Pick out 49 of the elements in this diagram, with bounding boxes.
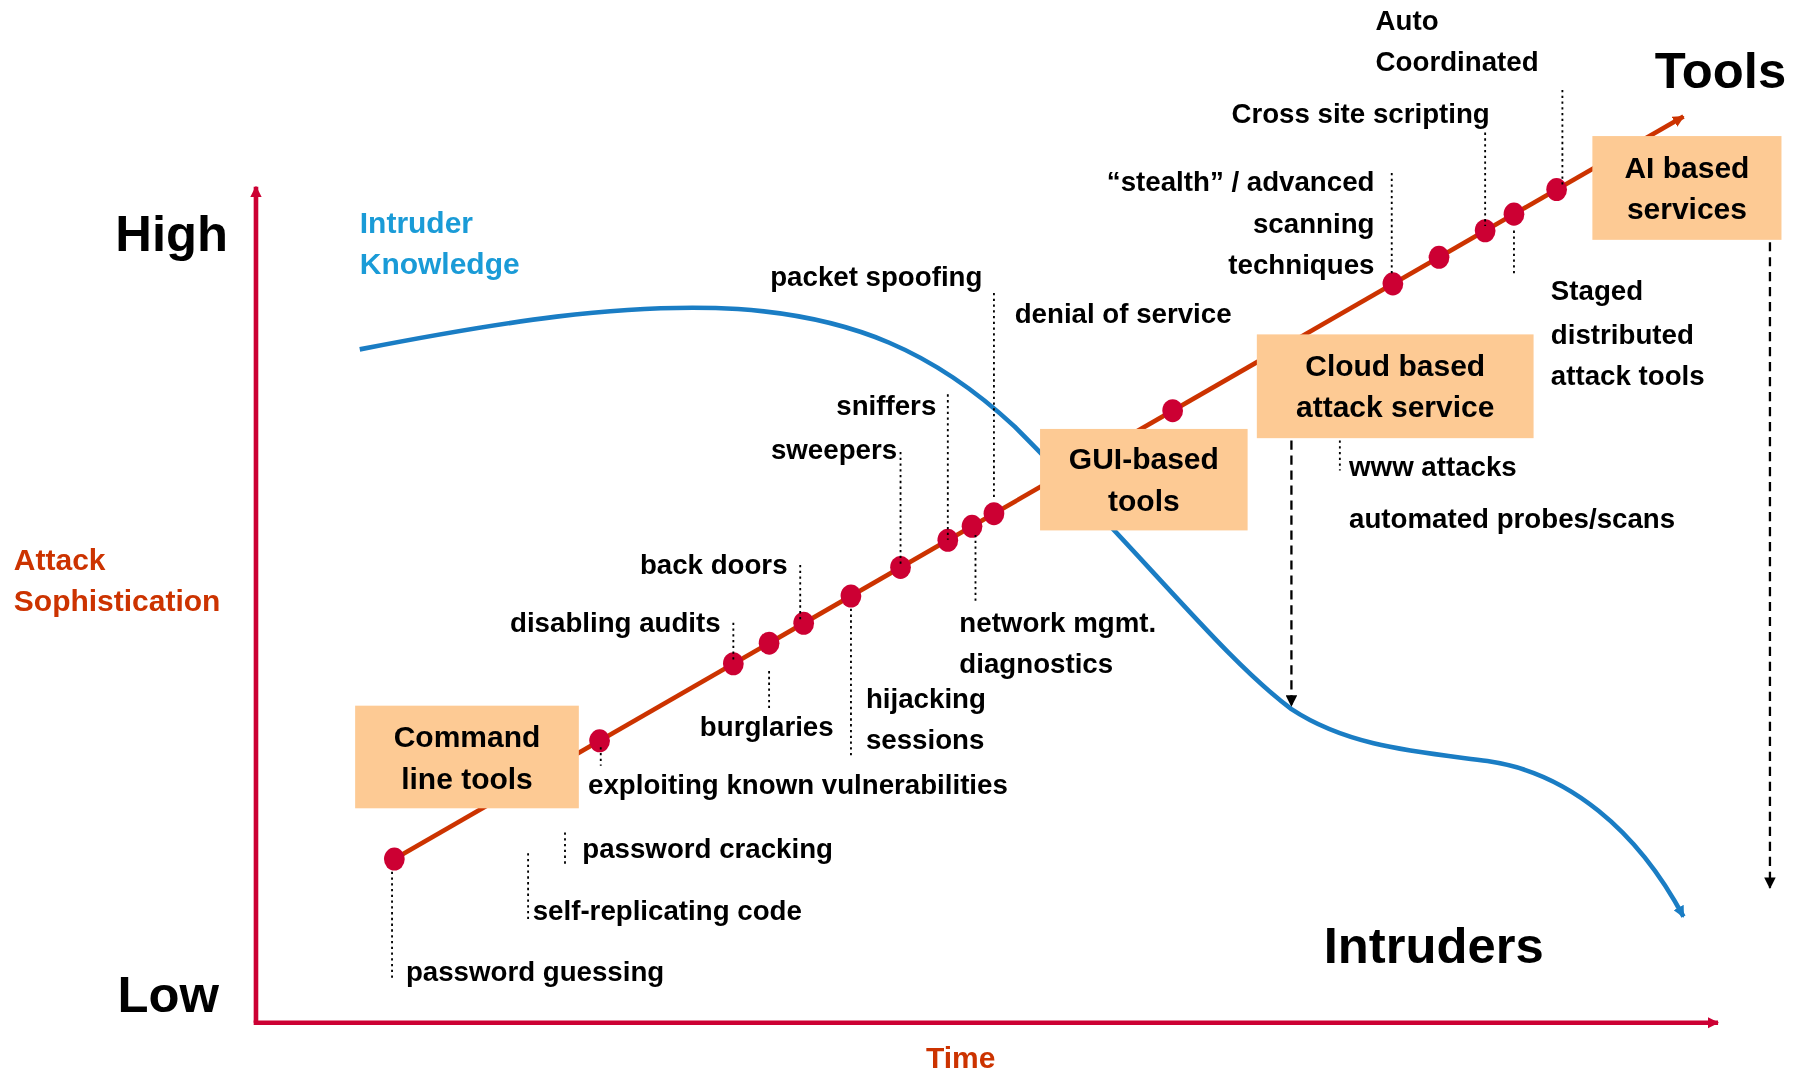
attack-label: sniffers bbox=[705, 385, 937, 427]
attack-label: sweepers bbox=[666, 428, 898, 471]
box-label: Cloud based attack service bbox=[1295, 347, 1496, 427]
leader-line bbox=[1513, 229, 1515, 276]
tool-box bbox=[1040, 428, 1248, 531]
attack-label: exploiting known vulnerabilities bbox=[588, 764, 1119, 806]
attack-label: back doors bbox=[533, 544, 788, 586]
leader-line bbox=[974, 534, 977, 603]
leader-line bbox=[1338, 439, 1341, 472]
attack-label: Auto Coordinated bbox=[1375, 0, 1595, 83]
attack-label: self-replicating code bbox=[532, 890, 879, 932]
leader-line bbox=[993, 291, 995, 500]
attack-label: automated probes/scans bbox=[1349, 501, 1677, 536]
curve-label: Intruder Knowledge bbox=[359, 204, 521, 284]
tools-heading: Tools bbox=[1654, 40, 1788, 100]
tool-box bbox=[1592, 136, 1782, 240]
attack-label: Cross site scripting bbox=[1143, 93, 1490, 135]
axis-title: Attack Sophistication bbox=[13, 540, 222, 621]
attack-label: packet spoofing bbox=[691, 256, 983, 298]
curve-label: Intruders bbox=[1323, 915, 1545, 976]
box-label: GUI-based tools bbox=[1067, 440, 1220, 520]
dashed-arrow bbox=[1285, 440, 1298, 707]
leader-line bbox=[1484, 131, 1487, 227]
attack-label: Staged bbox=[1550, 269, 1690, 312]
axis-label: Low bbox=[117, 965, 221, 1025]
tool-box bbox=[355, 705, 579, 809]
leader-line bbox=[599, 746, 602, 767]
leader-line bbox=[732, 621, 735, 661]
attack-label: burglaries bbox=[603, 705, 834, 748]
leader-line bbox=[899, 451, 902, 566]
box-label: AI based services bbox=[1623, 148, 1751, 228]
dashed-arrow bbox=[1764, 242, 1776, 889]
attack-label: distributed attack tools bbox=[1550, 317, 1706, 393]
leader-line bbox=[391, 870, 393, 981]
leader-line bbox=[850, 607, 852, 758]
leader-line bbox=[564, 831, 566, 866]
axis-label: High bbox=[115, 204, 230, 264]
attack-label: password cracking bbox=[582, 827, 929, 870]
leader-line bbox=[768, 670, 770, 709]
leader-line bbox=[1561, 89, 1564, 186]
box-label: Command line tools bbox=[392, 717, 542, 798]
axis-title: Time bbox=[925, 1039, 997, 1073]
attack-label: “stealth” / advanced scanning techniques bbox=[1103, 161, 1375, 286]
attack-label: password guessing bbox=[405, 951, 775, 993]
attack-label: www attacks bbox=[1349, 446, 1580, 488]
attack-label: disabling audits bbox=[420, 601, 721, 644]
attack-label: denial of service bbox=[1014, 296, 1233, 331]
leader-line bbox=[946, 393, 949, 541]
tool-box bbox=[1256, 334, 1534, 439]
